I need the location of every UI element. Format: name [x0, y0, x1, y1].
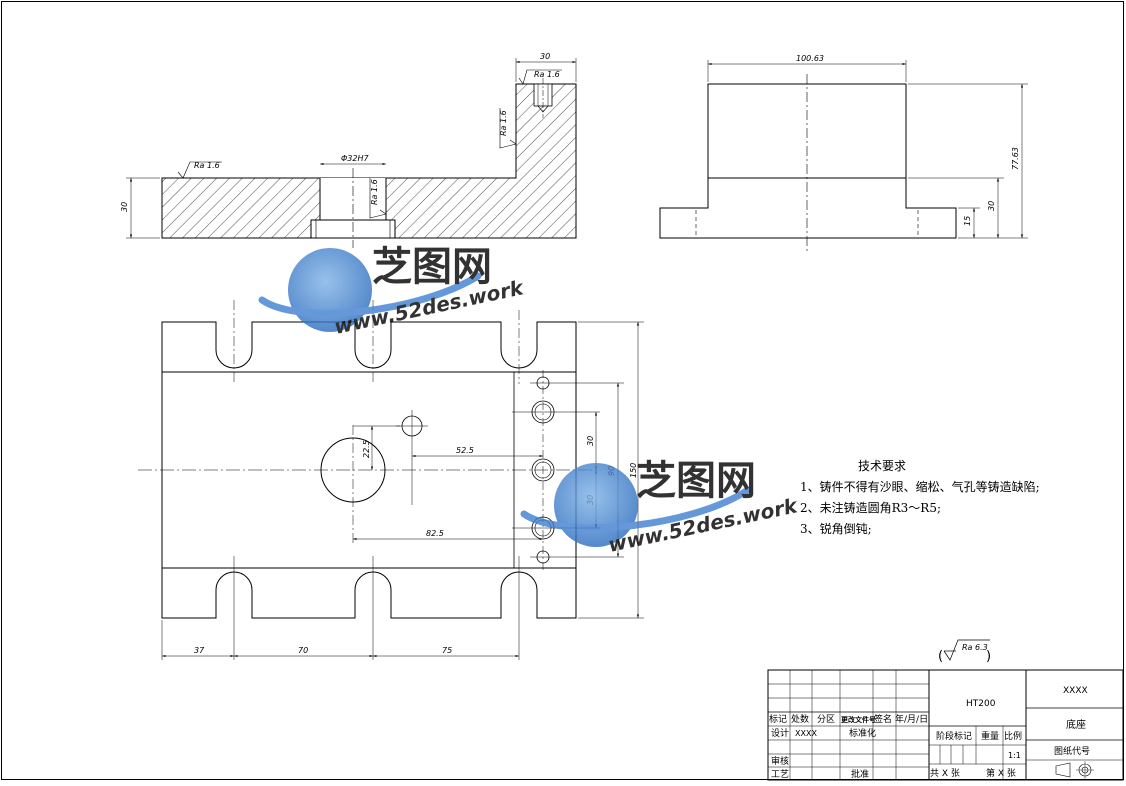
part-name: 底座: [1066, 718, 1086, 731]
dim-side-total-height: 77.63: [1011, 147, 1020, 170]
dim-side-width: 100.63: [796, 54, 824, 63]
roughness-bore: Ra 1.6: [370, 179, 379, 205]
dim-overall-height: 150: [629, 463, 638, 478]
technical-requirements: 技术要求 1、铸件不得有沙眼、缩松、气孔等铸造缺陷; 2、未注铸造圆角R3～R5…: [800, 456, 1040, 540]
designer: XXXX: [795, 729, 817, 738]
dim-top-width: 30: [540, 52, 550, 61]
header-signature: 签名: [874, 713, 892, 725]
bore-label: Φ32H7: [341, 154, 369, 163]
dim-bottom-2: 70: [298, 646, 308, 655]
sheets-total: 共 X 张: [930, 768, 960, 779]
dim-side-mid-height: 30: [987, 201, 996, 211]
watermark-brand-2: 芝图网: [636, 458, 756, 504]
dim-bore-dx: 82.5: [426, 529, 444, 538]
general-roughness: Ra 6.3: [962, 643, 988, 652]
scale-label: 比例: [1004, 730, 1022, 742]
standardize-label: 标准化: [849, 727, 876, 739]
header-zone: 分区: [817, 714, 835, 725]
side-view: 100.63 77.63 30 15: [659, 54, 1028, 252]
dim-side-low-height: 15: [963, 216, 972, 226]
roughness-left: Ra 1.6: [194, 161, 220, 170]
dim-hole-offset: 22.5: [362, 440, 371, 458]
title-block: [767, 669, 1124, 781]
header-count: 处数: [791, 713, 809, 725]
review-label: 审核: [771, 755, 789, 767]
dim-bottom-3: 75: [442, 646, 452, 655]
material: HT200: [966, 699, 996, 709]
requirement-item-1: 1、铸件不得有沙眼、缩松、气孔等铸造缺陷;: [800, 480, 1040, 494]
process-label: 工艺: [771, 769, 789, 780]
requirement-item-3: 3、锐角倒钝;: [800, 522, 872, 536]
dim-upper-spacing: 30: [586, 436, 595, 446]
dim-hole-dx: 52.5: [456, 446, 474, 455]
title-block-text: 标记 处数 分区 更改文件号 签名 年/月/日 设计 XXXX 标准化 审核 工…: [769, 686, 1090, 780]
design-label: 设计: [771, 727, 789, 739]
approve-label: 批准: [851, 768, 869, 780]
weight: 重量: [981, 730, 999, 742]
dim-left-height: 30: [120, 202, 129, 212]
stage-mark: 阶段标记: [936, 730, 972, 742]
watermark-brand-1: 芝图网: [372, 244, 492, 290]
scale: 1:1: [1008, 751, 1021, 760]
dim-bottom-1: 37: [194, 646, 205, 655]
watermark-2: 芝图网 www.52des.work: [520, 458, 801, 557]
company: XXXX: [1063, 686, 1088, 696]
front-section-view: 30 Ra 1.6 Ra 1.6 Ra 1.6 Ra 1.6 Φ32H7 30: [120, 52, 577, 248]
sheet-no: 第 X 张: [986, 767, 1016, 779]
watermark-1: 芝图网 www.52des.work: [258, 244, 527, 339]
svg-text:): ): [986, 649, 991, 664]
header-date: 年/月/日: [895, 713, 928, 725]
requirement-item-2: 2、未注铸造圆角R3～R5;: [800, 501, 942, 515]
header-change-doc: 更改文件号: [841, 715, 876, 724]
roughness-side: Ra 1.6: [499, 110, 508, 136]
svg-text:(: (: [938, 649, 943, 664]
roughness-top: Ra 1.6: [534, 70, 560, 79]
requirements-title: 技术要求: [858, 459, 907, 473]
drawing-code: 图纸代号: [1054, 745, 1090, 757]
header-mark: 标记: [769, 713, 787, 725]
general-roughness-symbol: ( Ra 6.3 ): [938, 639, 991, 664]
